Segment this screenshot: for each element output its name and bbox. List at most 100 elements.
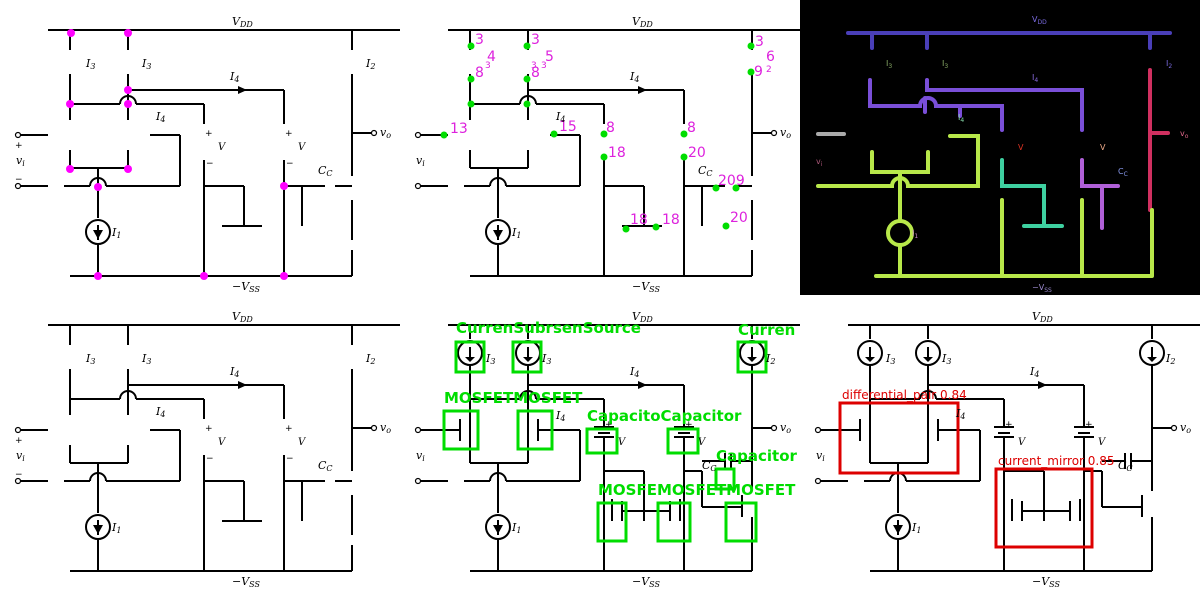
- p5-i2-label: I: [765, 352, 771, 365]
- p1-vdd-label: V: [232, 15, 241, 28]
- p5-i3a-label: I: [485, 352, 491, 365]
- p4-vi-plus: +: [15, 436, 23, 446]
- p2-i4b-label: I: [555, 110, 561, 123]
- node-number: 20: [730, 210, 748, 226]
- p1-i4b-label: I: [155, 110, 161, 123]
- p1-minus-b: −: [286, 159, 294, 169]
- svg-text:I2: I2: [1165, 352, 1175, 366]
- subcircuit-label-current-mirror: current_mirror 0.85: [998, 454, 1115, 468]
- component-label: CapacitoCapacitor: [587, 407, 742, 425]
- p6-vss-label: −V: [1032, 575, 1050, 588]
- svg-text:I4: I4: [555, 409, 565, 423]
- svg-text:I4: I4: [1029, 365, 1039, 379]
- p3-vo-label: v: [1180, 129, 1185, 138]
- p1-i4a-label: I: [229, 70, 235, 83]
- svg-text:CC: CC: [1118, 167, 1128, 178]
- svg-text:CC: CC: [318, 164, 333, 178]
- p4-i4a-label: I: [229, 365, 235, 378]
- svg-text:I1: I1: [911, 521, 921, 535]
- svg-text:I1: I1: [111, 521, 121, 535]
- panel-plain-circuit: VDD I3 I3 I2 I4 I4 + V − + V − CC vo + v…: [14, 310, 401, 589]
- component-label: Capacitor: [716, 447, 797, 465]
- svg-text:I4: I4: [155, 405, 165, 419]
- svg-text:I3: I3: [141, 352, 151, 366]
- p2-i4a-label: I: [629, 70, 635, 83]
- p3-vss-label: −V: [1032, 283, 1045, 292]
- node-number: 8: [475, 65, 484, 81]
- p6-i4b-label: I: [955, 407, 961, 420]
- panel-component-detections: CurrenSubrsenSource Curren MOSFETMOSFET …: [414, 310, 801, 589]
- p4-i1-label: I: [111, 521, 117, 534]
- p1-vi-minus: −: [15, 175, 23, 185]
- svg-text:CC: CC: [318, 459, 333, 473]
- p1-i3a-label: I: [85, 57, 91, 70]
- svg-text:vi: vi: [816, 157, 823, 168]
- p1-cc-label: C: [318, 164, 327, 177]
- svg-text:I1: I1: [111, 226, 121, 240]
- p6-plus-b: +: [1085, 420, 1093, 430]
- node-number: 18: [662, 212, 680, 228]
- p3-v-a: V: [1018, 143, 1024, 152]
- p4-v-b: V: [298, 437, 307, 448]
- node-numbers: 3 3 4 3 8 3 5 8 3 3 6 9 2 13 15 8 8 18 2…: [450, 32, 775, 228]
- svg-text:VDD: VDD: [232, 310, 253, 324]
- p6-vdd-label: V: [1032, 310, 1041, 323]
- p4-plus-b: +: [285, 424, 293, 434]
- p6-i2-label: I: [1165, 352, 1171, 365]
- component-label: MOSFEMOSFETMOSFET: [598, 481, 796, 499]
- p1-i2-label: I: [365, 57, 371, 70]
- subcircuit-boxes: [838, 401, 1094, 549]
- svg-text:I2: I2: [1166, 59, 1172, 70]
- node-number: 3: [485, 61, 491, 71]
- svg-text:vi: vi: [16, 449, 25, 463]
- p4-vi-label: v: [16, 449, 23, 462]
- p5-i4a-label: I: [629, 365, 635, 378]
- svg-text:I1: I1: [912, 229, 918, 240]
- node-number: 3: [755, 34, 764, 50]
- p1-vi-label: v: [16, 154, 23, 167]
- node-number: 209: [718, 173, 745, 189]
- svg-text:I4: I4: [229, 365, 239, 379]
- p5-vi-label: v: [416, 449, 423, 462]
- component-label: CurrenSubrsenSource: [456, 319, 641, 337]
- p3-i1-label: I: [912, 229, 914, 238]
- svg-text:−VSS: −VSS: [632, 575, 661, 589]
- node-markers: [66, 29, 288, 280]
- p2-vi-label: v: [416, 154, 423, 167]
- p3-vdd-label: V: [1032, 15, 1038, 24]
- p5-plus-b: +: [685, 420, 693, 430]
- p3-i2-label: I: [1166, 59, 1168, 68]
- svg-text:VDD: VDD: [632, 310, 653, 324]
- p4-vi-minus: −: [15, 470, 23, 480]
- p5-v-b: V: [698, 437, 707, 448]
- node-number: 2: [766, 65, 772, 75]
- svg-text:vo: vo: [380, 421, 391, 435]
- p6-vo-label: v: [1180, 421, 1187, 434]
- svg-text:VDD: VDD: [632, 15, 653, 29]
- node-number: 5: [545, 49, 554, 65]
- svg-text:I4: I4: [958, 113, 964, 124]
- svg-text:I1: I1: [511, 521, 521, 535]
- p1-plus-b: +: [285, 129, 293, 139]
- svg-text:I4: I4: [629, 70, 639, 84]
- p2-vo-label: v: [780, 126, 787, 139]
- p6-v-a: V: [1018, 437, 1027, 448]
- svg-text:vi: vi: [816, 449, 825, 463]
- svg-text:VDD: VDD: [1032, 310, 1053, 324]
- svg-text:vo: vo: [380, 126, 391, 140]
- svg-text:I2: I2: [365, 57, 375, 71]
- component-label: Curren: [738, 321, 795, 339]
- p1-v-a: V: [218, 142, 227, 153]
- node-number: 18: [608, 145, 626, 161]
- p6-i3b-label: I: [941, 352, 947, 365]
- p6-i4a-label: I: [1029, 365, 1035, 378]
- svg-text:I3: I3: [885, 352, 895, 366]
- svg-text:I4: I4: [229, 70, 239, 84]
- p4-vo-label: v: [380, 421, 387, 434]
- node-number: 8: [531, 65, 540, 81]
- node-number: 9: [754, 64, 763, 80]
- svg-text:−VSS: −VSS: [232, 280, 261, 294]
- p2-i1-label: I: [511, 226, 517, 239]
